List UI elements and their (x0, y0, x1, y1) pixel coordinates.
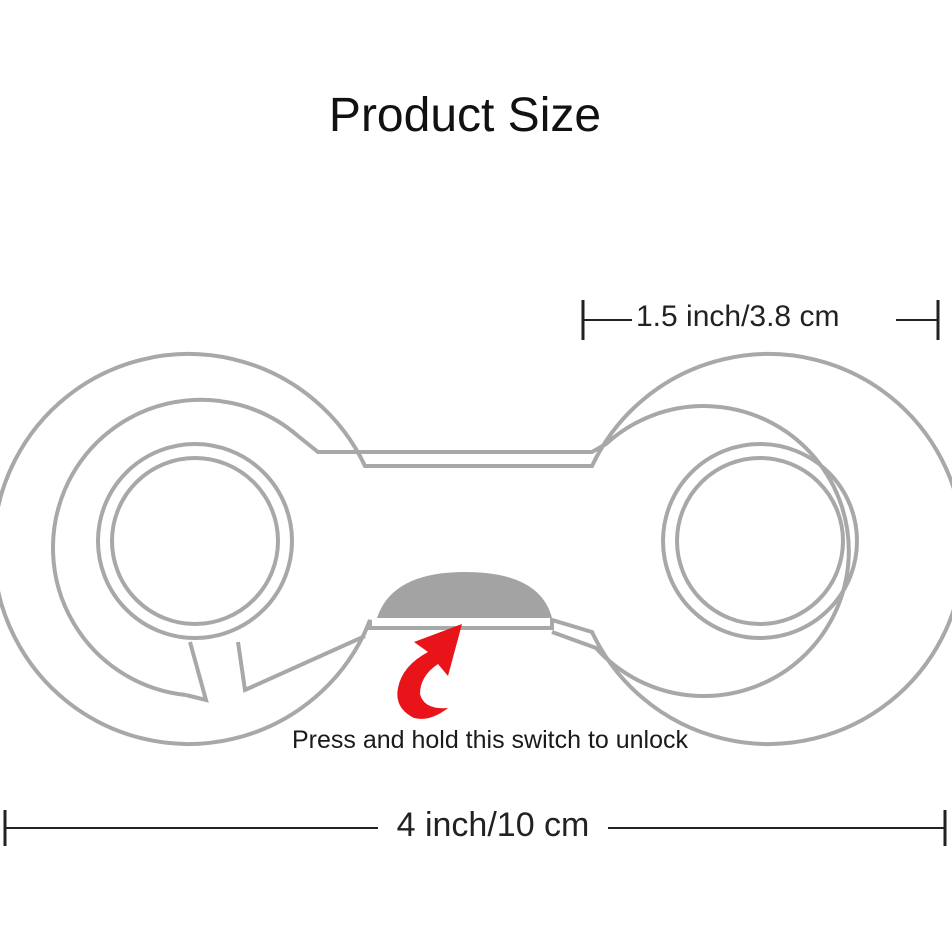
left-post-inner-ring (110, 456, 280, 626)
page-title: Product Size (328, 89, 602, 142)
right-post-inner-ring (675, 456, 845, 626)
unlock-switch (377, 572, 552, 618)
left-clip-gap (185, 634, 366, 703)
unlock-instruction: Press and hold this switch to unlock (291, 726, 689, 754)
left-post-outer-ring (96, 442, 294, 640)
length-dimension-label: 4 inch/10 cm (378, 806, 608, 845)
width-dimension-label: 1.5 inch/3.8 cm (632, 300, 844, 334)
curved-arrow-icon (397, 624, 462, 719)
left-ring-inner-outline (51, 397, 851, 699)
right-post-outer-ring (661, 442, 859, 640)
